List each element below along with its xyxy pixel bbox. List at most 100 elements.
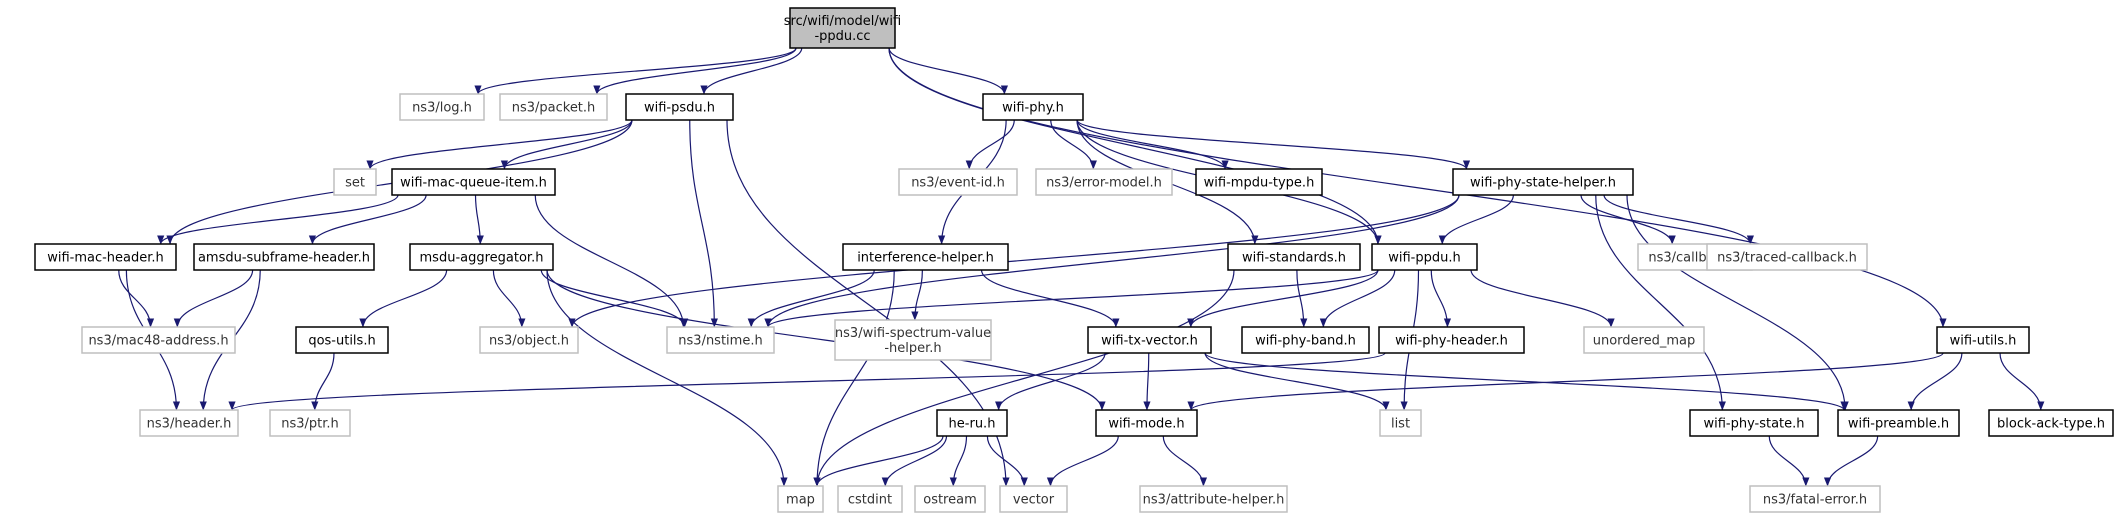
node-preamble[interactable]: wifi-preamble.h <box>1837 409 1960 437</box>
node-nstime: ns3/nstime.h <box>666 326 775 354</box>
node-label: ns3/object.h <box>489 334 569 349</box>
node-mac48: ns3/mac48-address.h <box>81 326 236 354</box>
node-box <box>1241 326 1370 354</box>
node-phy[interactable]: wifi-phy.h <box>982 93 1084 121</box>
node-box <box>1139 485 1288 513</box>
node-statehelper[interactable]: wifi-phy-state-helper.h <box>1452 168 1634 196</box>
node-mpdutype[interactable]: wifi-mpdu-type.h <box>1195 168 1323 196</box>
node-heru[interactable]: he-ru.h <box>936 409 1008 437</box>
node-amsdu[interactable]: amsdu-subframe-header.h <box>193 243 375 271</box>
node-umap: unordered_map <box>1583 326 1705 354</box>
node-label: wifi-phy-state-helper.h <box>1470 176 1616 191</box>
edge-txvector-to-mode <box>1143 352 1151 411</box>
node-phyheader[interactable]: wifi-phy-header.h <box>1378 326 1525 354</box>
node-spectrum: ns3/wifi-spectrum-value-helper.h <box>834 319 992 361</box>
node-label: wifi-phy.h <box>1002 101 1064 116</box>
edge-root-to-utils <box>888 47 1947 328</box>
dependency-edges <box>118 47 2045 487</box>
node-label: list <box>1391 417 1410 432</box>
node-label: he-ru.h <box>949 417 996 432</box>
node-label: ns3/error-model.h <box>1046 176 1162 191</box>
node-box <box>898 168 1018 196</box>
edge-phy-to-errmodel <box>1050 119 1097 170</box>
node-label: msdu-aggregator.h <box>420 251 544 266</box>
node-box <box>81 326 236 354</box>
node-label: ns3/log.h <box>412 101 472 116</box>
edge-statehelper-to-callback <box>1580 194 1676 245</box>
node-box <box>837 485 903 513</box>
edge-utils-to-preamble <box>1907 352 1963 411</box>
node-phystate[interactable]: wifi-phy-state.h <box>1689 409 1819 437</box>
edge-ppdu-to-band <box>1319 269 1396 328</box>
node-object: ns3/object.h <box>479 326 579 354</box>
node-ppdu[interactable]: wifi-ppdu.h <box>1371 243 1478 271</box>
edge-msdu-to-mode <box>546 269 1106 411</box>
edge-msdu-to-object <box>492 269 526 328</box>
node-box <box>409 243 554 271</box>
node-box <box>1706 243 1868 271</box>
edge-macheader-to-mac48 <box>118 269 155 328</box>
node-label: wifi-mode.h <box>1108 417 1184 432</box>
dependency-nodes: src/wifi/model/wifi-ppdu.cc ns3/log.h ns3/… <box>34 7 2114 513</box>
edge-statehelper-to-ppdu <box>1438 194 1514 245</box>
edge-utils-to-mode <box>1187 352 1944 411</box>
node-label: ns3/nstime.h <box>678 334 762 349</box>
node-blockack[interactable]: block-ack-type.h <box>1988 409 2114 437</box>
node-utils[interactable]: wifi-utils.h <box>1936 326 2030 354</box>
edge-phyheader-to-header <box>228 352 1386 411</box>
edge-root-to-log <box>474 47 797 95</box>
node-standards[interactable]: wifi-standards.h <box>1227 243 1361 271</box>
edge-root-to-psdu <box>700 47 803 95</box>
edge-interference-to-nstime <box>747 269 875 328</box>
edge-msdu-to-map <box>546 269 788 487</box>
node-band[interactable]: wifi-phy-band.h <box>1241 326 1370 354</box>
edge-heru-to-cstdint <box>881 435 948 487</box>
node-label: ns3/event-id.h <box>911 176 1005 191</box>
node-macheader[interactable]: wifi-mac-header.h <box>34 243 177 271</box>
node-label: wifi-psdu.h <box>644 101 715 116</box>
node-box <box>1227 243 1361 271</box>
edge-phy-to-eventid <box>965 119 1015 170</box>
node-box <box>1035 168 1173 196</box>
node-mode[interactable]: wifi-mode.h <box>1095 409 1198 437</box>
node-box <box>269 409 351 437</box>
node-root[interactable]: src/wifi/model/wifi-ppdu.cc <box>784 7 901 49</box>
node-packet: ns3/packet.h <box>499 93 608 121</box>
node-label: wifi-tx-vector.h <box>1101 334 1198 349</box>
edge-statehelper-to-phystate <box>1595 194 1726 411</box>
edge-interference-to-txvector <box>980 269 1120 328</box>
node-label: ns3/header.h <box>147 417 232 432</box>
node-box <box>139 409 239 437</box>
edge-ppdu-to-phyheader <box>1430 269 1452 328</box>
edge-phy-to-statehelper <box>1076 119 1470 170</box>
edge-amsdu-to-mac48 <box>173 269 254 328</box>
node-interference[interactable]: interference-helper.h <box>842 243 1009 271</box>
node-label: ns3/attribute-helper.h <box>1143 493 1285 508</box>
node-mqi[interactable]: wifi-mac-queue-item.h <box>391 168 556 196</box>
edge-txvector-to-preamble <box>1204 352 1848 411</box>
node-box <box>479 326 579 354</box>
node-box <box>666 326 775 354</box>
node-label: ns3/fatal-error.h <box>1763 493 1867 508</box>
node-label: ns3/packet.h <box>512 101 596 116</box>
node-msdu[interactable]: msdu-aggregator.h <box>409 243 554 271</box>
node-txvector[interactable]: wifi-tx-vector.h <box>1087 326 1212 354</box>
edge-mqi-to-msdu <box>474 194 484 245</box>
edge-txvector-to-heru <box>995 352 1106 411</box>
node-box <box>499 93 608 121</box>
edge-statehelper-to-nstime <box>764 194 1460 328</box>
node-qos[interactable]: qos-utils.h <box>295 326 389 354</box>
node-box <box>1988 409 2114 437</box>
edge-interference-to-spectrum <box>911 269 923 321</box>
node-psdu[interactable]: wifi-psdu.h <box>625 93 734 121</box>
edge-mqi-to-macheader <box>157 194 399 245</box>
edge-statehelper-to-object <box>568 194 1460 328</box>
node-label: amsdu-subframe-header.h <box>198 251 370 266</box>
edge-phystate-to-fatal <box>1768 435 1810 487</box>
node-box <box>1749 485 1881 513</box>
node-box <box>1379 409 1422 437</box>
node-box <box>982 93 1084 121</box>
edge-msdu-to-qos <box>359 269 448 328</box>
edge-ppdu-to-txvector <box>1187 269 1379 328</box>
node-log: ns3/log.h <box>399 93 485 121</box>
